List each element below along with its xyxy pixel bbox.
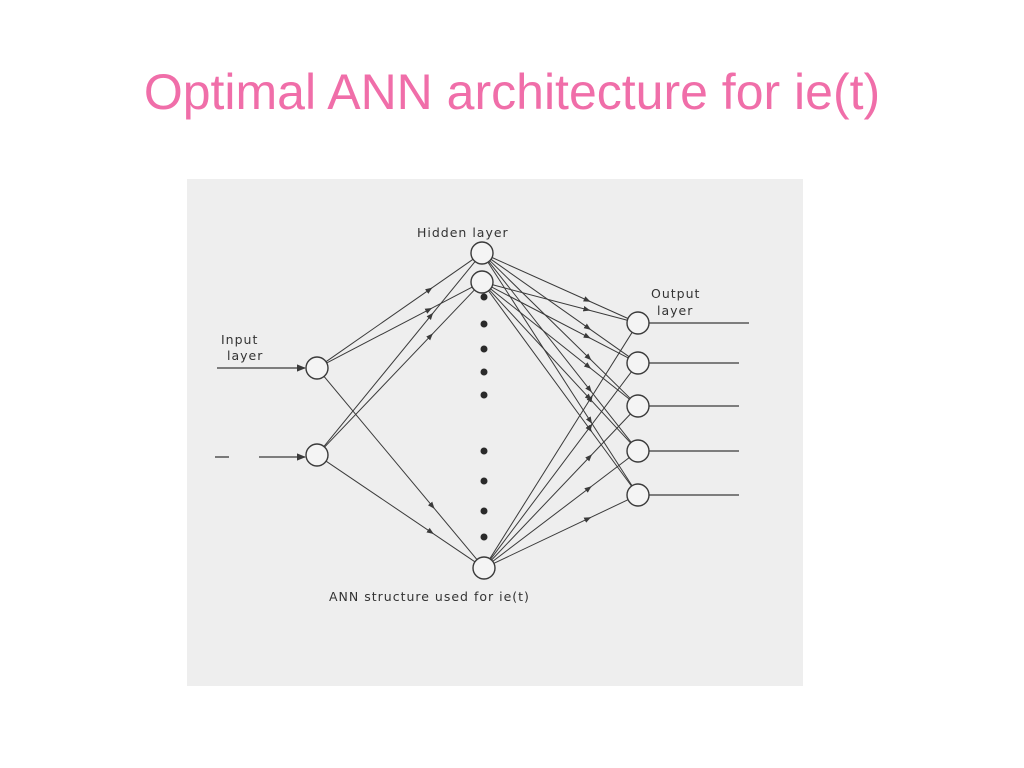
edge-h1-out5-arrow bbox=[585, 416, 593, 424]
edge-in2-h2-arrow bbox=[426, 333, 433, 341]
edge-in2-h1-arrow bbox=[426, 312, 434, 320]
edge-h3-out3 bbox=[491, 413, 631, 561]
edge-h3-out4 bbox=[492, 457, 630, 562]
output-node-5 bbox=[626, 483, 650, 507]
output-node-4 bbox=[626, 439, 650, 463]
output-node-3 bbox=[626, 394, 650, 418]
edge-h1-out5 bbox=[487, 261, 633, 487]
connection-lines bbox=[323, 257, 633, 564]
edge-in1-h1 bbox=[325, 258, 474, 363]
edge-h1-out2-arrow bbox=[583, 323, 591, 330]
edge-h2-out4 bbox=[489, 289, 631, 444]
edge-in1-h2-arrow bbox=[424, 307, 433, 314]
input-feed-lines bbox=[215, 364, 306, 461]
output-layer-label-line1: Output bbox=[651, 286, 700, 301]
input-layer-label-line1: Input bbox=[221, 332, 258, 347]
diagram-caption: ANN structure used for ie(t) bbox=[329, 589, 530, 604]
edge-h2-out3-arrow bbox=[583, 362, 592, 369]
edge-in1-h3-arrow bbox=[427, 501, 435, 509]
edge-in2-h3 bbox=[325, 460, 476, 563]
input-layer-label-line2: layer bbox=[227, 348, 263, 363]
edge-h1-out4 bbox=[488, 261, 632, 443]
edge-h3-out5 bbox=[493, 499, 629, 564]
edge-h1-out3-arrow bbox=[584, 353, 592, 361]
output-node-1 bbox=[626, 311, 650, 335]
edge-h1-out4-arrow bbox=[585, 385, 592, 393]
edge-h1-out2 bbox=[490, 258, 630, 358]
edge-h3-out2 bbox=[490, 371, 632, 560]
edge-h2-out5 bbox=[488, 290, 632, 487]
edge-h1-out1 bbox=[491, 257, 629, 319]
slide-title: Optimal ANN architecture for ie(t) bbox=[143, 64, 881, 120]
edge-h2-out1 bbox=[492, 284, 628, 321]
ann-diagram-svg: Hidden layer Input layer Output layer AN… bbox=[215, 225, 749, 604]
edge-h1-out3 bbox=[489, 260, 631, 399]
edge-h3-out5-arrow bbox=[583, 517, 592, 523]
edge-in2-h2 bbox=[324, 289, 475, 448]
edge-in1-h2 bbox=[326, 286, 473, 364]
output-node-2 bbox=[626, 351, 650, 375]
edge-in1-h1-arrow bbox=[425, 287, 433, 294]
edge-in2-h3-arrow bbox=[426, 527, 434, 535]
edge-in2-h1 bbox=[323, 261, 476, 447]
edge-h2-out2 bbox=[491, 286, 629, 359]
edge-h2-out1-arrow bbox=[582, 305, 591, 312]
ann-diagram: Hidden layer Input layer Output layer AN… bbox=[187, 179, 803, 686]
hidden-node-last bbox=[472, 556, 496, 580]
hidden-layer-label: Hidden layer bbox=[417, 225, 509, 240]
input-node-1 bbox=[305, 356, 329, 380]
input-node-2 bbox=[305, 443, 329, 467]
edge-h3-out1 bbox=[489, 332, 633, 559]
edge-h2-out2-arrow bbox=[583, 332, 591, 339]
edge-h3-out1-arrow bbox=[586, 395, 593, 403]
edge-h1-out1-arrow bbox=[583, 296, 591, 302]
edge-h2-out3 bbox=[490, 288, 630, 400]
output-layer-label-line2: layer bbox=[657, 303, 693, 318]
edge-h3-out3-arrow bbox=[585, 454, 593, 462]
hidden-node-2 bbox=[470, 270, 494, 294]
edge-h3-out4-arrow bbox=[584, 486, 592, 493]
output-lines bbox=[649, 322, 749, 496]
edge-in1-h3 bbox=[323, 376, 478, 560]
hidden-ellipsis-dots bbox=[480, 293, 488, 541]
edge-h3-out2-arrow bbox=[585, 423, 593, 431]
hidden-node-1 bbox=[470, 241, 494, 265]
